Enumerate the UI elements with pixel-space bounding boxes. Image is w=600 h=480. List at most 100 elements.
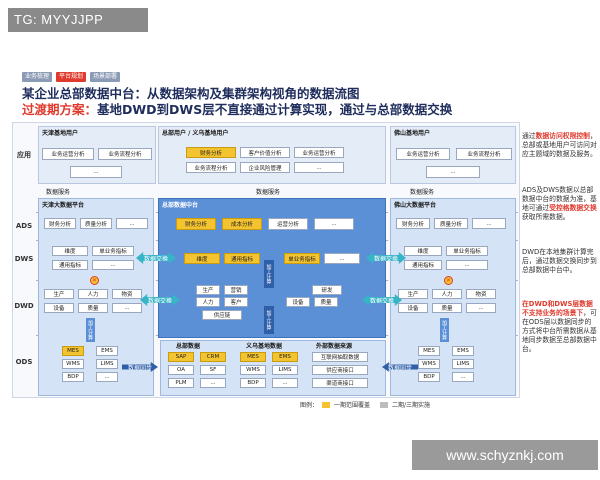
ods-tianjin-item[interactable]: MES [62,346,84,356]
app-hq-item[interactable]: 业务运营分析 [294,147,344,158]
dwd-tianjin-item[interactable]: 设备 [44,303,74,313]
side-note: 通过数据访问权限控制，总部或基地用户可访问对应主题域的数据及服务。 [522,132,598,159]
data-service-label: 数据服务 [256,189,281,196]
calc-bar-dws: 加工计算 [264,260,274,288]
side-note-text: ADS及DWS数据以总部数据中台的数据为准，基地可通过 [522,186,597,212]
side-note: DWD在本地集群计算完后，通过数据交换同步到总部数据中台中。 [522,248,598,275]
app-hq-item[interactable]: 客户价值分析 [240,147,290,158]
ods-hq-item[interactable]: OA [168,365,194,375]
ods-tianjin-item[interactable]: ... [96,372,118,382]
dws-hq-item[interactable]: 通用指标 [224,253,260,264]
app-foshan-item[interactable]: ... [426,166,480,178]
calc-label: 加工计算 [441,320,447,340]
ads-hq-item[interactable]: 财务分析 [176,218,216,230]
ods-ext-item[interactable]: 渠道商接口 [312,378,368,388]
dws-tianjin-item[interactable]: 单业务指标 [92,246,134,256]
tab-scenario[interactable]: 场景部署 [90,72,120,82]
data-service-label: 数据服务 [410,189,435,196]
ods-foshan-item[interactable]: WMS [418,359,440,369]
dwd-hq-item[interactable]: 人力 [196,297,220,307]
app-tianjin-item[interactable]: 业务运营分析 [42,148,94,160]
ods-foshan-item[interactable]: ... [452,372,474,382]
dws-tianjin-item[interactable]: 维度 [52,246,88,256]
ods-hq-item[interactable]: SF [200,365,226,375]
ods-foshan-item[interactable]: MES [418,346,440,356]
app-hq-item[interactable]: ... [294,162,344,173]
ads-hq-item[interactable]: ... [314,218,354,230]
ods-tianjin-item[interactable]: BDP [62,372,84,382]
ods-foshan-item[interactable]: EMS [452,346,474,356]
dwd-tianjin-item[interactable]: 物资 [112,289,142,299]
ods-ext-title: 外部数据来源 [316,343,353,350]
dwd-hq-item[interactable]: 生产 [196,285,220,295]
dwd-hq-item[interactable]: 供应链 [202,310,242,320]
dwd-hq-item[interactable]: 研发 [312,285,342,295]
dwd-hq-item[interactable]: 设备 [286,297,310,307]
dwd-tianjin-item[interactable]: 生产 [44,289,74,299]
dws-foshan-item[interactable]: ... [446,260,488,270]
ads-tianjin-item[interactable]: 财务分析 [44,218,76,229]
dwd-tianjin-item[interactable]: ... [112,303,142,313]
app-foshan-item[interactable]: 业务运营分析 [396,148,450,160]
ads-tianjin-item[interactable]: 质量分析 [80,218,112,229]
ods-yiwu-item[interactable]: MES [240,352,266,362]
calc-bar-foshan: 加工计算 [440,318,449,342]
dws-tianjin-item[interactable]: 通用指标 [52,260,88,270]
app-tianjin-item[interactable]: 业务流程分析 [98,148,152,160]
ods-ext-item[interactable]: 互联网抽取数据 [312,352,368,362]
ads-hq-item[interactable]: 运营分析 [268,218,308,230]
dws-foshan-item[interactable]: 单业务指标 [446,246,488,256]
dwd-exchange-label: 数据交换 [147,297,172,305]
hq-platform-title: 总部数据中台 [162,202,199,209]
ods-hq-item[interactable]: PLM [168,378,194,388]
dwd-foshan-item[interactable]: 物资 [466,289,496,299]
ods-yiwu-item[interactable]: ... [272,378,298,388]
ods-foshan-item[interactable]: LIMS [452,359,474,369]
calc-bar-dwd: 加工计算 [264,306,274,334]
ads-hq-item[interactable]: 成本分析 [222,218,262,230]
dwd-hq-item[interactable]: 质量 [314,297,338,307]
ads-tianjin-item[interactable]: ... [116,218,148,229]
dws-hq-item[interactable]: ... [324,253,360,264]
ads-foshan-item[interactable]: ... [472,218,506,229]
ods-foshan-item[interactable]: BDP [418,372,440,382]
ods-hq-item[interactable]: ... [200,378,226,388]
ods-tianjin-item[interactable]: WMS [62,359,84,369]
row-label-ads: ADS [15,222,33,230]
dws-hq-item[interactable]: 单业务指标 [284,253,320,264]
subtitle-text: 基地DWD到DWS层不直接通过计算实现，通过与总部数据交换 [97,102,453,117]
ods-yiwu-item[interactable]: LIMS [272,365,298,375]
app-hq-item[interactable]: 业务流程分析 [186,162,236,173]
dwd-foshan-item[interactable]: 生产 [398,289,428,299]
ads-foshan-item[interactable]: 财务分析 [396,218,430,229]
ods-yiwu-item[interactable]: BDP [240,378,266,388]
app-hq-item[interactable]: 企业风险管理 [240,162,290,173]
dws-foshan-item[interactable]: 通用指标 [404,260,442,270]
dwd-exchange-label: 数据交换 [369,297,394,305]
tab-business[interactable]: 业务梳理 [22,72,52,82]
ads-foshan-item[interactable]: 质量分析 [434,218,468,229]
app-foshan-item[interactable]: 业务流程分析 [456,148,512,160]
dws-foshan-item[interactable]: 维度 [404,246,442,256]
dwd-tianjin-item[interactable]: 质量 [78,303,108,313]
ods-ext-item[interactable]: 供应商接口 [312,365,368,375]
dws-tianjin-item[interactable]: ... [92,260,134,270]
dwd-hq-item[interactable]: 营销 [224,285,248,295]
dwd-foshan-item[interactable]: 人力 [432,289,462,299]
ods-yiwu-item[interactable]: EMS [272,352,298,362]
app-tianjin-item[interactable]: ... [70,166,122,178]
dwd-foshan-item[interactable]: ... [466,303,496,313]
dwd-hq-item[interactable]: 客户 [224,297,248,307]
ods-tianjin-item[interactable]: LIMS [96,359,118,369]
app-hq-item[interactable]: 财务分析 [186,147,236,158]
ods-hq-item[interactable]: SAP [168,352,194,362]
ods-tianjin-item[interactable]: EMS [96,346,118,356]
ods-hq-item[interactable]: CRM [200,352,226,362]
dwd-foshan-item[interactable]: 质量 [432,303,462,313]
dws-exchange-label: 数据交换 [143,255,168,263]
tab-platform[interactable]: 平台规划 [56,72,86,82]
dwd-tianjin-item[interactable]: 人力 [78,289,108,299]
ods-yiwu-item[interactable]: WMS [240,365,266,375]
dwd-foshan-item[interactable]: 设备 [398,303,428,313]
dws-hq-item[interactable]: 维度 [184,253,220,264]
